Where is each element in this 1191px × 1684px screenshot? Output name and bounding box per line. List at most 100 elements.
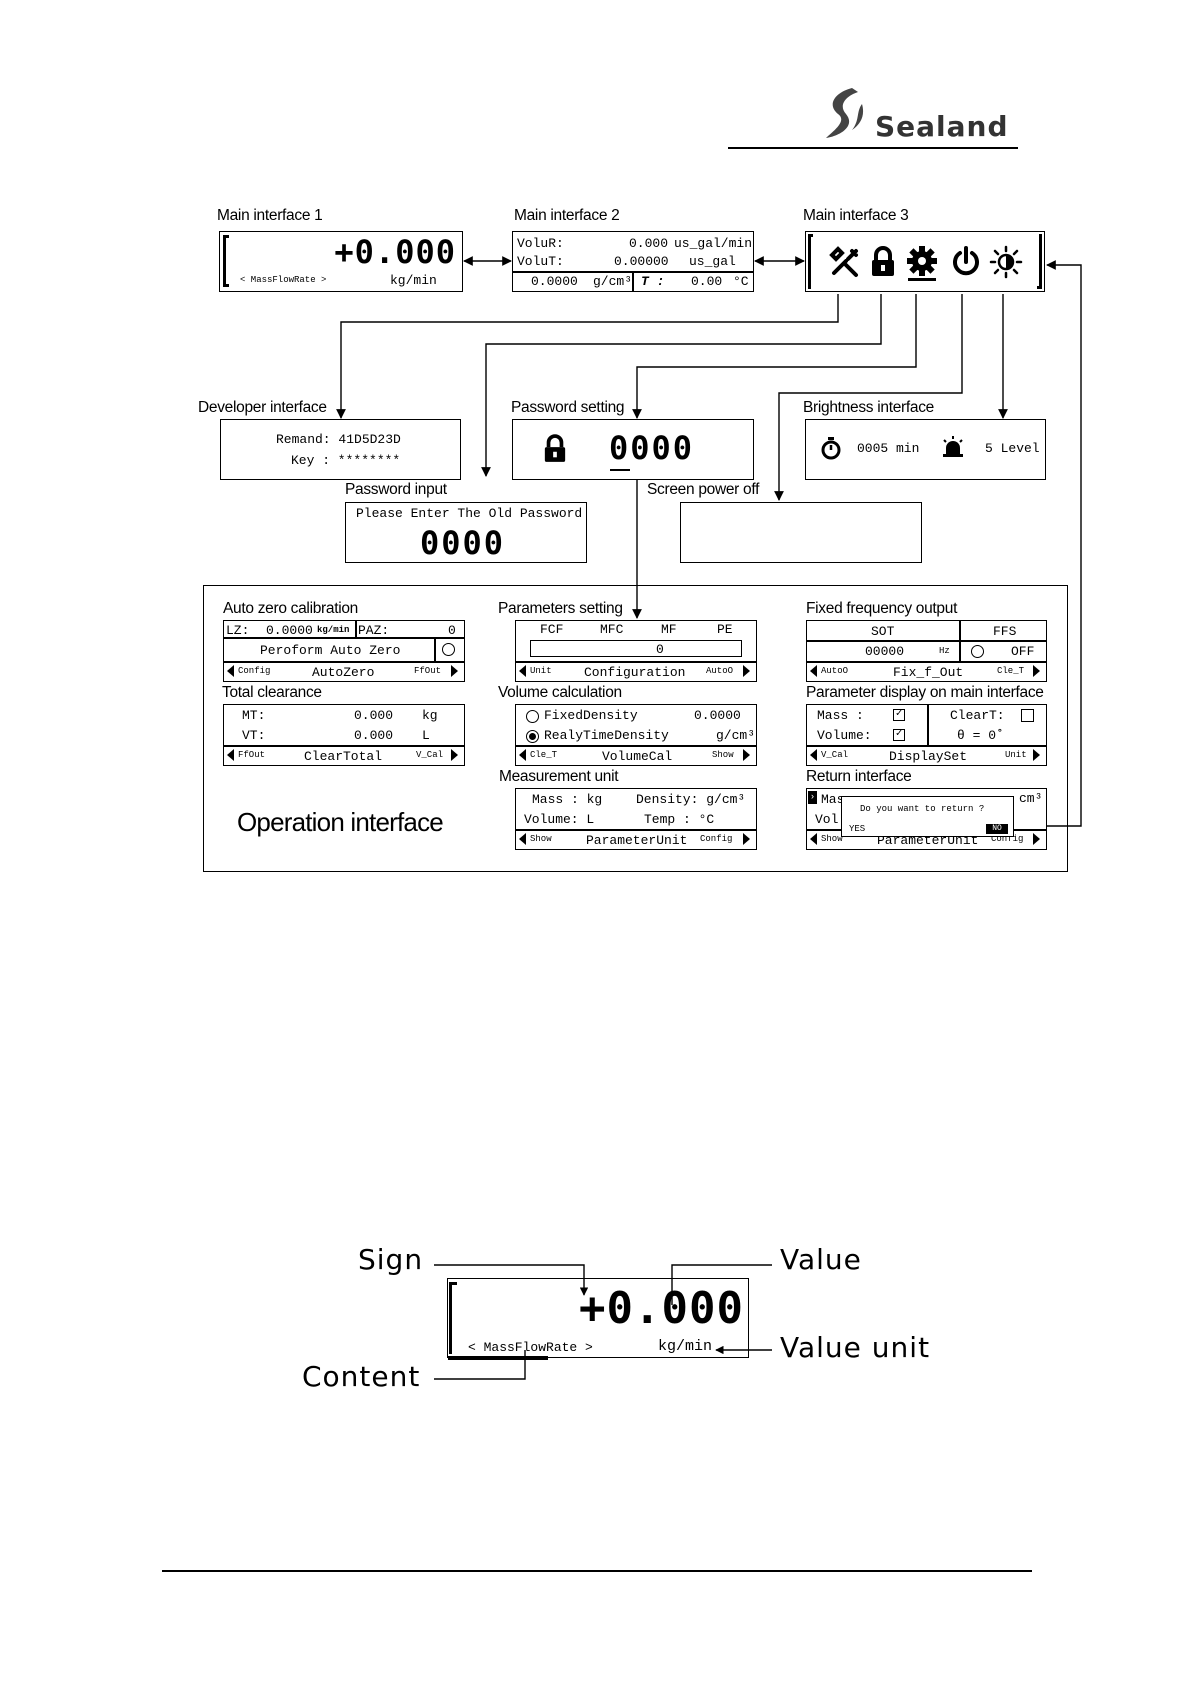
- vc-radio-realtime[interactable]: [526, 730, 539, 743]
- tc-nav-right[interactable]: V_Cal: [416, 750, 444, 760]
- mu-nav-right[interactable]: Config: [700, 834, 733, 844]
- az-nav-left-icon[interactable]: [227, 665, 234, 677]
- vc-nav-left[interactable]: Cle_T: [530, 750, 558, 760]
- tc-nav-title: ClearTotal: [304, 749, 383, 764]
- tc-mt-unit: kg: [422, 708, 438, 723]
- mu-nav-right-icon[interactable]: [743, 833, 750, 845]
- total-clear-screen[interactable]: MT: 0.000 kg VT: 0.000 L FfOut ClearTota…: [223, 704, 465, 766]
- developer-key: Key : ********: [291, 453, 401, 468]
- param-display-screen[interactable]: Mass : ✓ Volume: ✓ ClearT: θ = 0˚ V_Cal …: [806, 704, 1047, 766]
- volume-calc-screen[interactable]: FixedDensity 0.0000 RealyTimeDensity g/c…: [515, 704, 757, 766]
- ff-value[interactable]: 00000: [865, 644, 905, 659]
- ff-nav-right-icon[interactable]: [1033, 665, 1040, 677]
- main1-bracket: [223, 235, 229, 287]
- password-input-screen[interactable]: Please Enter The Old Password 0000: [345, 502, 587, 563]
- main3-bracket-right: [1037, 234, 1042, 289]
- pd-theta[interactable]: θ = 0˚: [957, 728, 1004, 743]
- main2-volut-value: 0.00000: [614, 254, 669, 269]
- mu-volume[interactable]: Volume: L: [524, 812, 595, 827]
- tc-nav-right-icon[interactable]: [451, 749, 458, 761]
- vc-nav-left-icon[interactable]: [519, 749, 526, 761]
- fixed-freq-screen[interactable]: SOT FFS 00000 Hz OFF AutoO Fix_f_Out Cle…: [806, 620, 1047, 682]
- label-measurement-unit: Measurement unit: [499, 768, 619, 785]
- brightness-screen[interactable]: 0005 min 5 Level: [805, 419, 1046, 480]
- ps-tab-mfc[interactable]: MFC: [600, 622, 624, 637]
- brightness-icon[interactable]: [989, 245, 1023, 279]
- callout-content-text: < MassFlowRate >: [468, 1340, 593, 1355]
- ff-radio[interactable]: [971, 645, 984, 658]
- measurement-unit-screen[interactable]: Mass : kg Density: g/cm³ Volume: L Temp …: [515, 788, 757, 850]
- az-nav-right-icon[interactable]: [451, 665, 458, 677]
- az-nav-left[interactable]: Config: [238, 666, 271, 676]
- vc-radio-fixed[interactable]: [526, 710, 539, 723]
- tc-mt-label: MT:: [242, 708, 266, 723]
- tc-nav-left[interactable]: FfOut: [238, 750, 266, 760]
- rt-nav-left-icon[interactable]: [810, 833, 817, 845]
- ps-tab-fcf[interactable]: FCF: [540, 622, 564, 637]
- ff-nav-right[interactable]: Cle_T: [997, 666, 1025, 676]
- rt-nav-left[interactable]: Show: [821, 834, 843, 844]
- az-action[interactable]: Peroform Auto Zero: [260, 643, 401, 658]
- auto-zero-screen[interactable]: LZ: 0.0000 kg/min PAZ: 0 Peroform Auto Z…: [223, 620, 465, 682]
- vc-opt2[interactable]: RealyTimeDensity: [544, 728, 669, 743]
- vc-opt1-value: 0.0000: [694, 708, 741, 723]
- pd-mass-checkbox[interactable]: ✓: [893, 709, 905, 721]
- password-setting-screen[interactable]: 0000: [512, 419, 754, 480]
- mu-nav-left-icon[interactable]: [519, 833, 526, 845]
- ps-nav-left-icon[interactable]: [519, 665, 526, 677]
- az-hdiv2: [224, 661, 464, 663]
- main2-screen[interactable]: VoluR: 0.000 us_gal/min VoluT: 0.00000 u…: [512, 231, 754, 292]
- pd-nav-right[interactable]: Unit: [1005, 750, 1027, 760]
- az-nav-right[interactable]: FfOut: [414, 666, 442, 676]
- main3-screen[interactable]: [805, 231, 1045, 292]
- vc-nav-right-icon[interactable]: [743, 749, 750, 761]
- params-setting-screen[interactable]: FCF MFC MF PE 0 Unit Configuration AutoO: [515, 620, 757, 682]
- mu-nav-left[interactable]: Show: [530, 834, 552, 844]
- power-icon[interactable]: [951, 246, 981, 278]
- return-screen[interactable]: › Mas cm³ Vol Show ParameterUnit Config …: [806, 788, 1047, 850]
- pd-nav-left-icon[interactable]: [810, 749, 817, 761]
- label-brightness: Brightness interface: [803, 399, 934, 416]
- pd-nav-right-icon[interactable]: [1033, 749, 1040, 761]
- az-radio[interactable]: [442, 643, 455, 656]
- label-main2: Main interface 2: [514, 207, 620, 224]
- gear-icon[interactable]: [905, 245, 939, 281]
- developer-screen[interactable]: Remand: 41D5D23D Key : ********: [220, 419, 461, 480]
- mu-mass[interactable]: Mass : kg: [532, 792, 603, 807]
- tc-nav-left-icon[interactable]: [227, 749, 234, 761]
- ff-nav-left-icon[interactable]: [810, 665, 817, 677]
- ps-tab-pe[interactable]: PE: [717, 622, 733, 637]
- ps-input-box[interactable]: [530, 640, 742, 657]
- ps-nav-right-icon[interactable]: [743, 665, 750, 677]
- ff-nav-left[interactable]: AutoO: [821, 666, 849, 676]
- ps-nav-left[interactable]: Unit: [530, 666, 552, 676]
- rt-nav-right[interactable]: Config: [991, 834, 1024, 844]
- password-input-prompt: Please Enter The Old Password: [356, 506, 583, 521]
- tools-icon[interactable]: [828, 246, 860, 279]
- password-setting-value: 0000: [609, 429, 695, 467]
- pd-nav-left[interactable]: V_Cal: [821, 750, 849, 760]
- main1-value: +0.000: [334, 233, 456, 271]
- rt-yes[interactable]: YES: [849, 824, 866, 834]
- mu-density[interactable]: Density: g/cm³: [636, 792, 746, 807]
- vc-nav-right[interactable]: Show: [712, 750, 734, 760]
- pd-volume-checkbox[interactable]: ✓: [893, 729, 905, 741]
- main1-screen[interactable]: +0.000 < MassFlowRate > kg/min: [219, 231, 463, 292]
- return-dialog[interactable]: Do you want to return ? YES NO: [841, 796, 1014, 837]
- brand-name: Sealand: [875, 110, 1009, 143]
- main2-vdivider: [632, 271, 634, 291]
- rt-bg-vol: Vol: [815, 812, 839, 827]
- lock-icon[interactable]: [870, 246, 896, 278]
- pd-mass-label: Mass :: [817, 708, 864, 723]
- password-cursor: [610, 469, 630, 471]
- ps-tab-mf[interactable]: MF: [661, 622, 677, 637]
- ps-nav-right[interactable]: AutoO: [706, 666, 734, 676]
- rt-no[interactable]: NO: [986, 824, 1008, 834]
- vc-opt1[interactable]: FixedDensity: [544, 708, 638, 723]
- screen-off-screen[interactable]: [680, 502, 922, 563]
- mu-temp[interactable]: Temp : °C: [644, 812, 715, 827]
- rt-nav-right-icon[interactable]: [1033, 833, 1040, 845]
- callout-value-label: Value: [780, 1243, 862, 1276]
- brightness-time: 0005 min: [857, 441, 920, 456]
- pd-cleart-checkbox[interactable]: [1021, 709, 1034, 722]
